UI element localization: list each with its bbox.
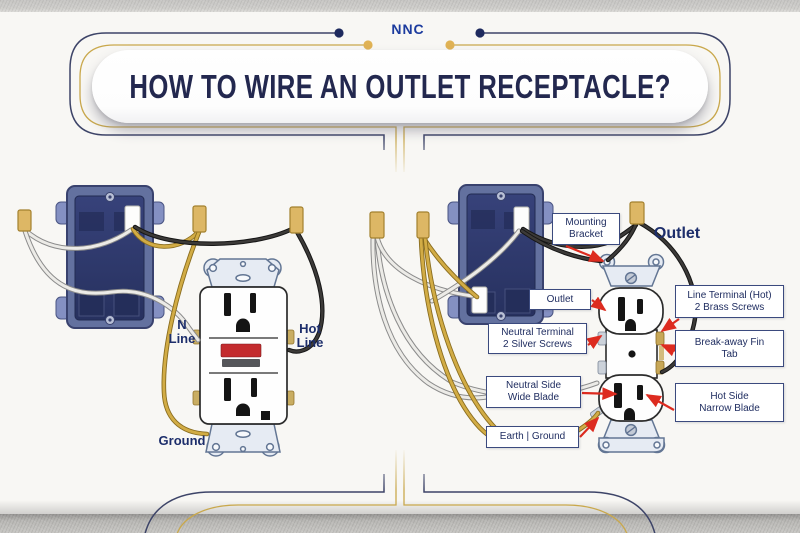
hot-line-label-line2: Line — [296, 334, 324, 350]
duplex-center-screw — [628, 350, 636, 358]
arrow-outlet — [590, 296, 607, 312]
callout-text: Neutral Side — [505, 380, 562, 392]
hot-wire — [132, 224, 325, 354]
navy-dot-left — [334, 28, 344, 38]
gfci-top-receptacle — [224, 293, 256, 332]
left-diagram-wires — [17, 205, 325, 437]
break-away-fin — [659, 346, 664, 360]
hot-line-label-line1: Hot — [299, 321, 321, 336]
gfci-outlet — [192, 258, 295, 457]
duplex-bottom-bracket — [597, 419, 666, 454]
left-electrical-box — [55, 185, 165, 329]
gold-dot-right — [445, 40, 455, 50]
bottom-paper-edge — [0, 514, 800, 533]
callout-text: Narrow Blade — [699, 402, 760, 414]
brand-logo: NNC — [391, 21, 425, 37]
brass-screw-upper — [655, 331, 665, 346]
callout-text: 2 Brass Screws — [694, 301, 765, 313]
callout-text: Mounting — [565, 217, 607, 229]
callout-mounting-bracket: Mounting Bracket — [552, 213, 620, 245]
callout-text: Bracket — [569, 229, 603, 240]
gold-dot-left — [363, 40, 373, 50]
narrow-blade-slot — [637, 299, 643, 314]
callout-break-away-fin: Break-away Fin Tab — [675, 330, 784, 367]
n-line-label-line1: N — [177, 317, 187, 332]
callout-text: Line Terminal (Hot) — [687, 289, 772, 301]
callout-text: Earth | Ground — [499, 431, 566, 443]
arrow-line-terminal — [660, 317, 680, 333]
arrow-hot-side — [645, 394, 675, 411]
top-paper-edge — [0, 0, 800, 12]
callout-outlet: Outlet — [529, 289, 591, 310]
neutral-wire — [22, 227, 201, 343]
narrow-blade-slot — [637, 385, 643, 400]
callout-line-terminal: Line Terminal (Hot) 2 Brass Screws — [675, 285, 784, 318]
hot-line-label: Hot Line — [288, 322, 332, 350]
cable-entry — [471, 286, 488, 314]
arrow-mounting-bracket — [565, 244, 605, 263]
callout-earth-ground: Earth | Ground — [486, 426, 579, 448]
arrow-break-away — [660, 343, 678, 357]
wire-connector — [369, 201, 645, 239]
gfci-test-button — [222, 359, 260, 367]
callout-text: Tab — [721, 348, 738, 360]
n-line-label: N Line — [160, 318, 204, 346]
ground-hole — [625, 319, 636, 331]
silver-screw-lower — [597, 360, 607, 375]
footer-frame-ornament — [144, 448, 656, 533]
callout-neutral-terminal: Neutral Terminal 2 Silver Screws — [488, 323, 587, 354]
gfci-bottom-bracket — [205, 423, 281, 457]
page-title: HOW TO WIRE AN OUTLET RECEPTACLE? — [129, 67, 671, 105]
callout-text: Outlet — [546, 293, 574, 305]
outlet-section-title: Outlet — [653, 225, 701, 242]
arrow-neutral-side — [581, 387, 618, 400]
wide-blade-slot — [614, 383, 622, 408]
wide-blade-slot — [618, 297, 625, 321]
callout-text: Neutral Terminal — [501, 326, 574, 338]
right-electrical-box — [447, 184, 554, 325]
title-banner: HOW TO WIRE AN OUTLET RECEPTACLE? — [92, 50, 708, 123]
callout-text: 2 Silver Screws — [503, 338, 572, 350]
gfci-bottom-receptacle — [224, 378, 270, 420]
ground-hole — [624, 408, 635, 420]
ground-label: Ground — [158, 433, 206, 448]
callout-text: Hot Side — [710, 390, 749, 402]
arrow-neutral-terminal — [586, 334, 603, 350]
header-frame-ornament — [69, 28, 731, 176]
duplex-top-receptacle — [618, 297, 643, 331]
callout-text: Break-away Fin — [694, 336, 765, 348]
gfci-reset-button — [220, 343, 262, 358]
gfci-indicator — [261, 411, 270, 420]
navy-dot-right — [475, 28, 485, 38]
gfci-top-bracket — [203, 258, 282, 288]
duplex-top-bracket — [598, 253, 665, 287]
callout-neutral-side: Neutral Side Wide Blade — [486, 376, 581, 408]
callout-arrows — [565, 244, 680, 438]
duplex-outlet — [589, 253, 666, 454]
callout-text: Wide Blade — [507, 392, 560, 403]
wire-connector — [17, 205, 304, 234]
n-line-label-line2: Line — [168, 330, 196, 346]
ground-wire — [130, 226, 210, 437]
arrow-earth-ground — [579, 416, 600, 438]
callout-hot-side: Hot Side Narrow Blade — [675, 383, 784, 422]
